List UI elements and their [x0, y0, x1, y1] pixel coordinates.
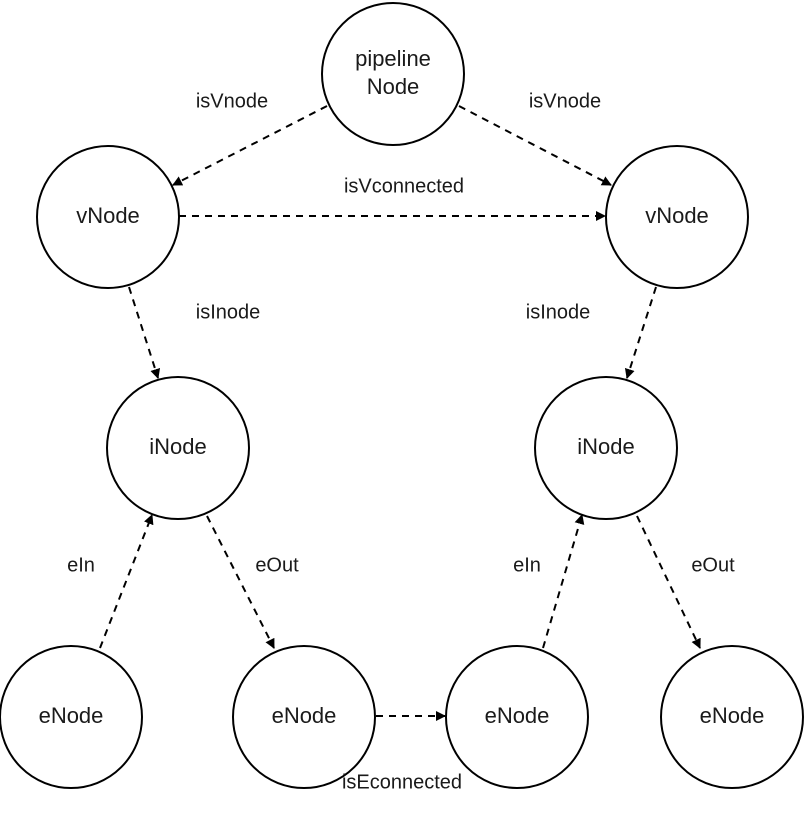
- edge-pipeline-v1: [172, 105, 328, 186]
- node-label-e4-0: eNode: [700, 703, 765, 728]
- edge-e3-i2: [542, 514, 585, 649]
- edge-label-v2-i2: isInode: [526, 301, 591, 323]
- node-circle-i1: [106, 376, 250, 520]
- edge-label-e3-i2: eIn: [513, 554, 541, 576]
- node-e2: eNode: [232, 645, 376, 789]
- node-label-e1-0: eNode: [39, 703, 104, 728]
- edge-v2-i2: [624, 286, 657, 379]
- node-i2: iNode: [534, 376, 678, 520]
- node-circle-v2: [605, 145, 749, 289]
- node-v2: vNode: [605, 145, 749, 289]
- node-circle-i2: [534, 376, 678, 520]
- node-v1: vNode: [36, 145, 180, 289]
- node-label-e2-0: eNode: [272, 703, 337, 728]
- edge-label-e2-e3: isEconnected: [342, 771, 462, 793]
- edge-label-i1-e2: eOut: [255, 554, 299, 576]
- node-label-i1-0: iNode: [149, 434, 206, 459]
- node-label-v2-0: vNode: [645, 203, 709, 228]
- node-e1: eNode: [0, 645, 143, 789]
- edge-i1-e2: [206, 515, 275, 649]
- node-circle-e2: [232, 645, 376, 789]
- node-e3: eNode: [445, 645, 589, 789]
- edge-pipeline-v2: [458, 105, 612, 186]
- edge-e1-i1: [99, 514, 154, 649]
- node-circle-pipeline: [321, 2, 465, 146]
- edge-label-pipeline-v2: isVnode: [529, 90, 601, 112]
- node-label-v1-0: vNode: [76, 203, 140, 228]
- edge-label-v1-i1: isInode: [196, 301, 261, 323]
- edge-label-v1-v2: isVconnected: [344, 175, 464, 197]
- edge-label-i2-e4: eOut: [691, 554, 735, 576]
- node-label-pipeline-0: pipeline: [355, 46, 431, 71]
- edge-label-pipeline-v1: isVnode: [196, 90, 268, 112]
- edge-v1-i1: [128, 286, 161, 379]
- edge-i2-e4: [636, 515, 701, 649]
- node-label-i2-0: iNode: [577, 434, 634, 459]
- node-e4: eNode: [660, 645, 804, 789]
- node-circle-e4: [660, 645, 804, 789]
- edge-label-e1-i1: eIn: [67, 554, 95, 576]
- node-label-e3-0: eNode: [485, 703, 550, 728]
- node-circle-e3: [445, 645, 589, 789]
- node-circle-v1: [36, 145, 180, 289]
- node-circle-e1: [0, 645, 143, 789]
- node-i1: iNode: [106, 376, 250, 520]
- node-label-pipeline-1: Node: [367, 74, 420, 99]
